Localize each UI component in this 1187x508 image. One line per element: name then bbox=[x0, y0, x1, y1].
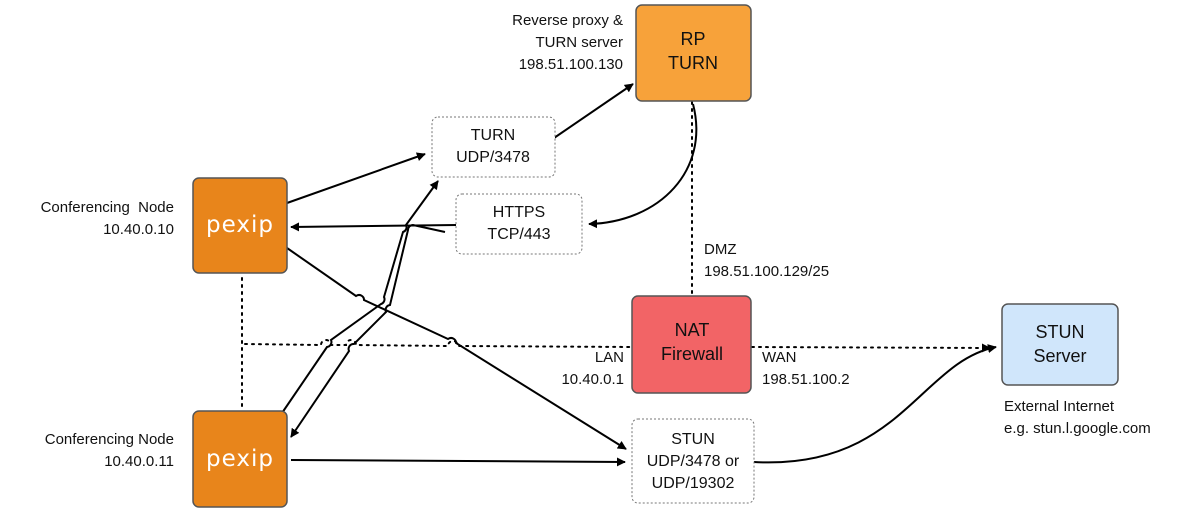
stun-port-label-line-3: UDP/19302 bbox=[652, 475, 735, 492]
stun-server-caption-line-2: e.g. stun.l.google.com bbox=[1004, 420, 1151, 437]
stun-server-caption-line-1: External Internet bbox=[1004, 398, 1115, 415]
rp-turn-label-line-1: RP bbox=[680, 29, 705, 49]
conferencing-node-1[interactable]: pexip bbox=[192, 177, 288, 274]
nat-firewall-label-line-1: NAT bbox=[675, 320, 710, 340]
rp-turn-box[interactable] bbox=[635, 4, 752, 102]
arrow-https-port-to-node2 bbox=[290, 223, 446, 438]
node1-caption-line-2: 10.40.0.10 bbox=[103, 221, 174, 238]
wan-label: WAN 198.51.100.2 bbox=[762, 349, 850, 388]
node2-box[interactable] bbox=[192, 410, 288, 508]
wan-dotted-arrow bbox=[751, 343, 991, 353]
https-port-box: HTTPS TCP/443 bbox=[455, 193, 583, 255]
stun-port-box: STUN UDP/3478 or UDP/19302 bbox=[631, 418, 755, 504]
lan-label-line-2: 10.40.0.1 bbox=[561, 371, 624, 388]
stun-server[interactable]: STUN Server bbox=[1001, 303, 1119, 386]
stun-server-label-line-2: Server bbox=[1033, 346, 1086, 366]
nat-firewall[interactable]: NAT Firewall bbox=[631, 295, 752, 394]
arrow-node1-to-turn-port bbox=[286, 152, 426, 204]
lan-label-line-1: LAN bbox=[595, 349, 624, 366]
arrow-rp-turn-to-https-port bbox=[588, 103, 698, 229]
rp-turn-caption-line-3: 198.51.100.130 bbox=[519, 56, 623, 73]
rp-turn-caption-line-1: Reverse proxy & bbox=[512, 12, 623, 29]
arrow-node2-to-stun-port bbox=[290, 457, 626, 467]
conferencing-node-2[interactable]: pexip bbox=[192, 410, 288, 508]
arrow-node2-to-turn-port bbox=[281, 180, 439, 414]
dmz-label-line-2: 198.51.100.129/25 bbox=[704, 263, 829, 280]
nat-firewall-label-line-2: Firewall bbox=[661, 344, 723, 364]
node1-caption: Conferencing Node 10.40.0.10 bbox=[41, 199, 174, 238]
dmz-label: DMZ 198.51.100.129/25 bbox=[704, 241, 829, 280]
nat-firewall-box[interactable] bbox=[631, 295, 752, 394]
stun-server-caption: External Internet e.g. stun.l.google.com bbox=[1004, 398, 1151, 437]
arrow-stun-port-to-stun-server bbox=[753, 344, 997, 464]
wan-label-line-1: WAN bbox=[762, 349, 796, 366]
rp-turn-label-line-2: TURN bbox=[668, 53, 718, 73]
rp-turn-caption: Reverse proxy & TURN server 198.51.100.1… bbox=[512, 12, 623, 73]
pexip-logo: pexip bbox=[206, 212, 274, 238]
stun-server-label-line-1: STUN bbox=[1036, 322, 1085, 342]
arrow-turn-port-to-rp-turn bbox=[553, 83, 634, 139]
arrow-https-port-to-node1 bbox=[290, 222, 458, 232]
lan-label: LAN 10.40.0.1 bbox=[561, 349, 624, 388]
stun-port-label-line-2: UDP/3478 or bbox=[647, 453, 740, 470]
node1-box[interactable] bbox=[192, 177, 288, 274]
node2-caption-line-1: Conferencing Node bbox=[45, 431, 174, 448]
stun-port-label-line-1: STUN bbox=[671, 431, 715, 448]
node2-caption-line-2: 10.40.0.11 bbox=[104, 453, 174, 470]
stun-server-box[interactable] bbox=[1001, 303, 1119, 386]
node1-caption-line-1: Conferencing Node bbox=[41, 199, 174, 216]
turn-port-box: TURN UDP/3478 bbox=[431, 116, 556, 178]
lan-dotted-line bbox=[241, 277, 633, 411]
pexip-logo: pexip bbox=[206, 446, 274, 472]
turn-port-label-line-1: TURN bbox=[471, 127, 515, 144]
https-port-label-line-2: TCP/443 bbox=[487, 226, 550, 243]
https-port-label-line-1: HTTPS bbox=[493, 204, 545, 221]
wan-label-line-2: 198.51.100.2 bbox=[762, 371, 850, 388]
turn-port-label-line-2: UDP/3478 bbox=[456, 149, 530, 166]
node2-caption: Conferencing Node 10.40.0.11 bbox=[45, 431, 174, 470]
rp-turn-node[interactable]: RP TURN bbox=[635, 4, 752, 102]
rp-turn-caption-line-2: TURN server bbox=[535, 34, 623, 51]
arrow-node1-to-stun-port bbox=[286, 247, 627, 450]
dmz-label-line-1: DMZ bbox=[704, 241, 737, 258]
